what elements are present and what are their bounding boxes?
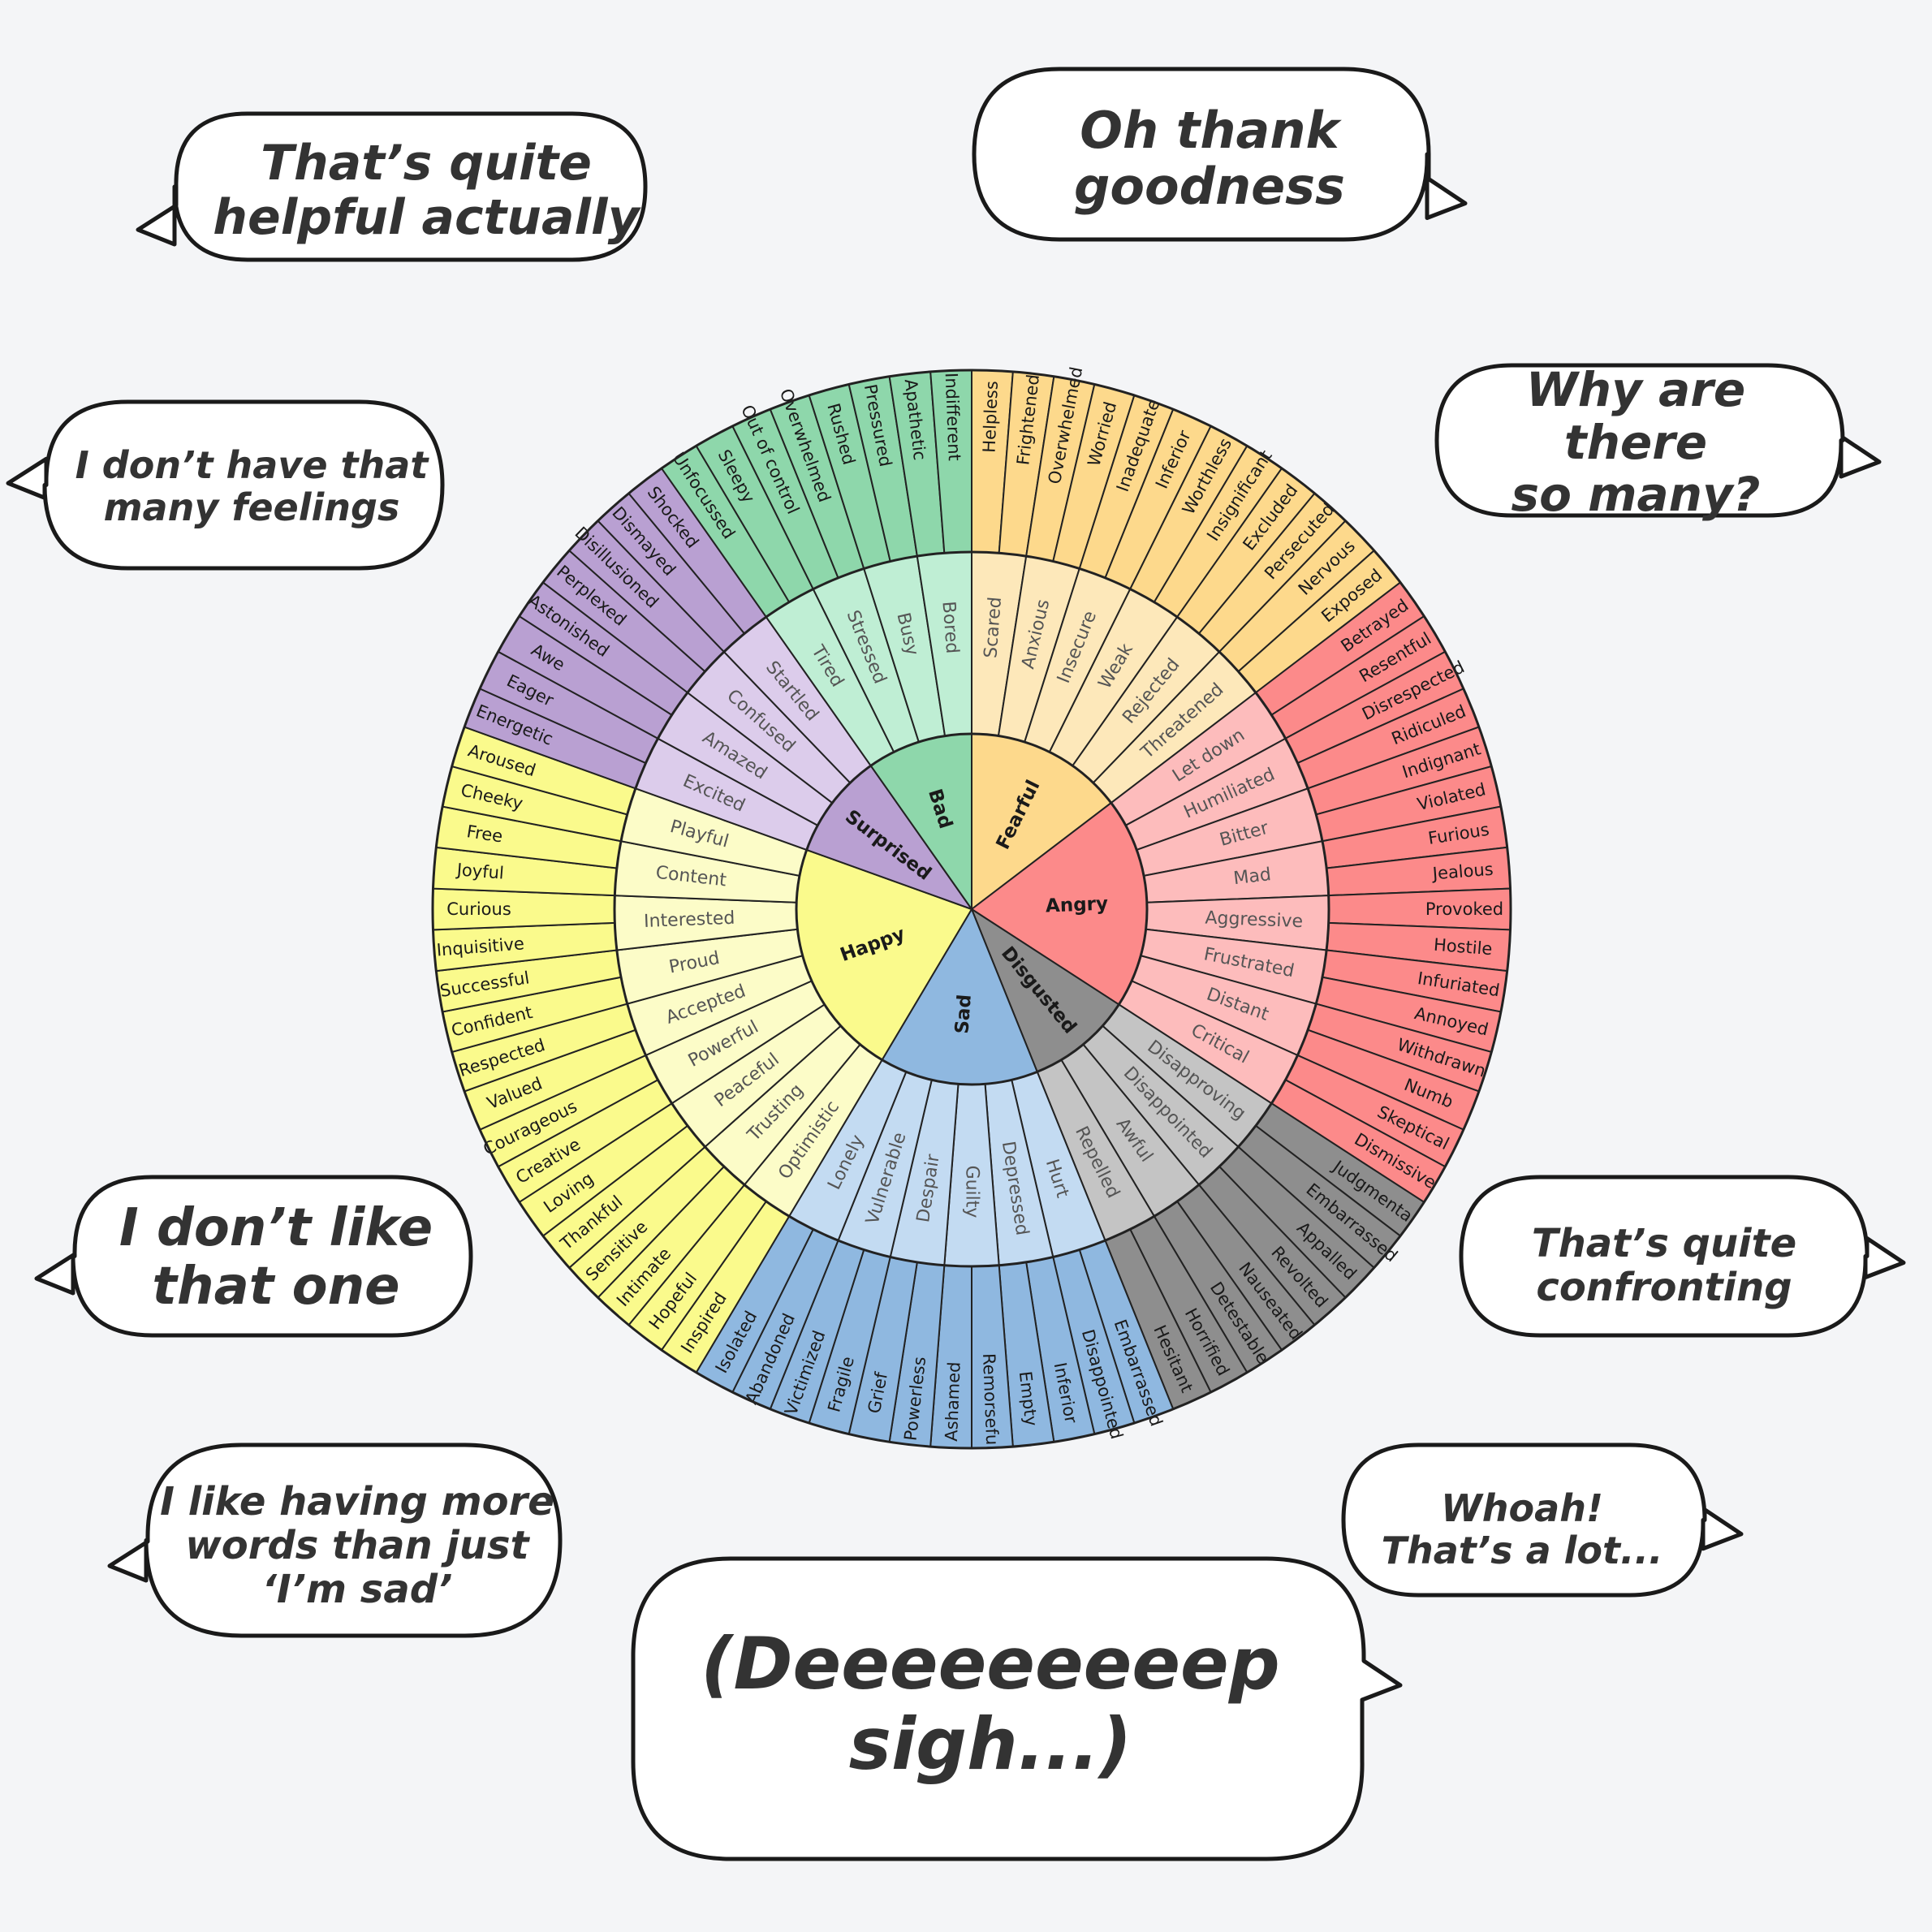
wheel-inner-ring [795,732,1149,1086]
bubble-many-feelings: I don’t have that many feelings [75,443,429,529]
secondary-label-bored: Bored [938,601,962,654]
wheel-group-angry [970,581,1512,1204]
core-label-sad: Sad [951,994,976,1034]
bubble-deep-sigh: (Deeeeeeeeep sigh...) [701,1622,1280,1786]
tertiary-label-ashamed: Ashamed [942,1361,964,1442]
bubble-outline-whoah [1341,1443,1744,1598]
bubble-outline-deep-sigh [631,1556,1403,1861]
bubble-outline-confronting [1459,1175,1906,1338]
bubble-whoah: Whoah! That’s a lot... [1381,1486,1663,1572]
bubble-why-so-many: Why are there so many? [1511,361,1761,523]
wheel-mid-ring [613,550,1330,1268]
tertiary-label-hostile: Hostile [1433,935,1493,959]
wheel-outer-ring [431,369,1512,1450]
bubble-outline-more-words [107,1443,563,1638]
secondary-label-mad: Mad [1232,865,1272,889]
bubble-dont-like: I don’t like that one [119,1198,433,1317]
bubble-helpful: That’s quite helpful actually [213,134,640,246]
secondary-label-interested: Interested [644,908,735,932]
bubble-outline-many-feelings [6,399,445,571]
tertiary-label-remorseful: Remorseful [979,1353,1003,1451]
bubble-outline-why-so-many [1434,363,1882,518]
bubble-outline-helpful [136,111,648,262]
tertiary-label-indifferent: Indifferent [942,373,964,462]
tertiary-label-joyful: Joyful [455,860,505,883]
bubble-more-words: I like having more words than just ‘I’m … [160,1479,554,1612]
core-label-angry: Angry [1046,894,1109,917]
tertiary-label-curious: Curious [446,899,511,919]
secondary-label-scared: Scared [981,596,1006,658]
tertiary-label-provoked: Provoked [1425,899,1503,919]
bubble-thank-goodness: Oh thank goodness [1074,100,1345,216]
bubble-outline-dont-like [34,1175,473,1338]
bubble-outline-thank-goodness [972,67,1468,242]
bubble-confronting: That’s quite confronting [1531,1221,1797,1310]
tertiary-label-jealous: Jealous [1430,860,1494,884]
tertiary-label-helpless: Helpless [980,381,1002,453]
wheel-group-bad [660,369,972,912]
secondary-label-aggressive: Aggressive [1205,908,1304,933]
secondary-label-guilty: Guilty [962,1166,982,1218]
